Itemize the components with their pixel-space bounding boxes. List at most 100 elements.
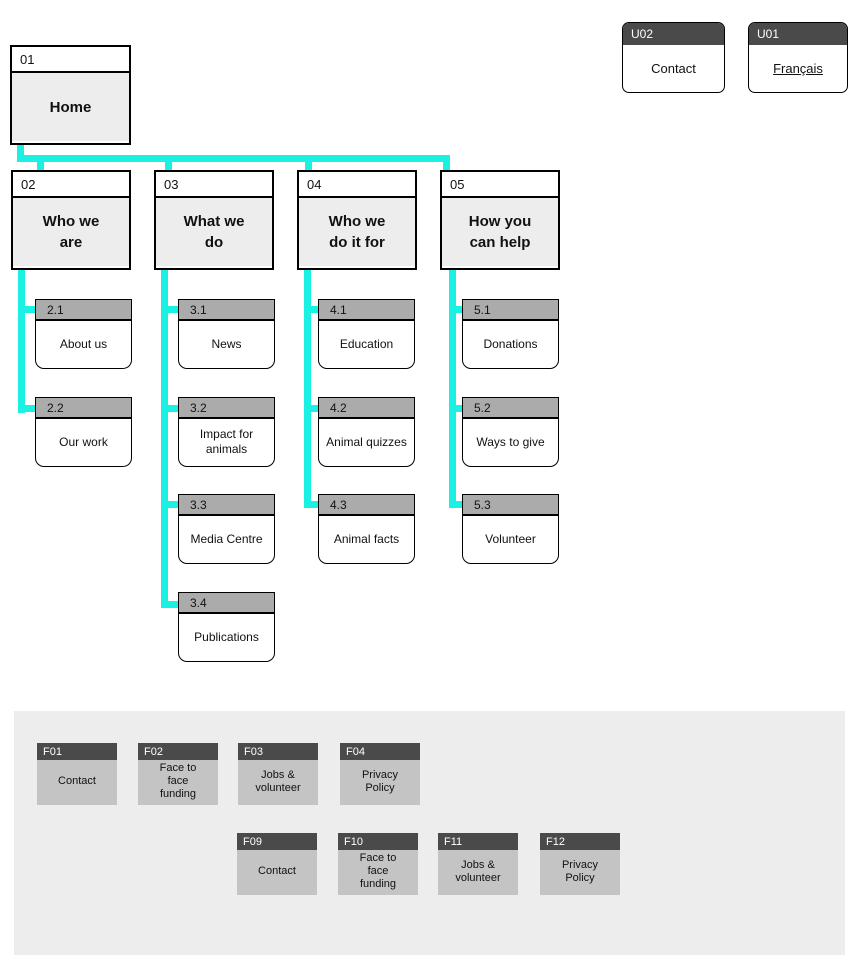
footer-node-f09[interactable]: F09 Contact — [237, 833, 317, 895]
node-label: How you can help — [442, 198, 558, 266]
footer-node-f04[interactable]: F04 Privacy Policy — [340, 743, 420, 805]
page-node-05[interactable]: 05 How you can help — [440, 170, 560, 270]
node-id: U02 — [623, 23, 724, 45]
node-label: Education — [339, 336, 394, 351]
footer-node-f10[interactable]: F10 Face to face funding — [338, 833, 418, 895]
node-label: Contact — [651, 60, 696, 76]
connector-drop-04 — [305, 155, 312, 172]
node-label: News — [211, 336, 242, 351]
node-id: 4.3 — [319, 495, 414, 516]
node-id: F04 — [340, 743, 420, 760]
connector-drop-03 — [165, 155, 172, 172]
page-node-4-2[interactable]: 4.2 Animal quizzes — [318, 397, 415, 467]
page-node-2-1[interactable]: 2.1 About us — [35, 299, 132, 369]
node-label: Our work — [59, 434, 108, 449]
page-node-3-4[interactable]: 3.4 Publications — [178, 592, 275, 662]
page-node-2-2[interactable]: 2.2 Our work — [35, 397, 132, 467]
node-id: 05 — [442, 172, 558, 198]
node-label: Privacy Policy — [540, 850, 620, 895]
connector-col03-stub-1 — [161, 306, 178, 313]
node-id: F11 — [438, 833, 518, 850]
node-label: About us — [59, 336, 108, 351]
node-label: Who we do it for — [299, 198, 415, 266]
connector-col02-stub-1 — [18, 306, 35, 313]
connector-col04-stub-3 — [304, 501, 318, 508]
connector-col05-stub-2 — [449, 405, 462, 412]
node-label: Jobs & volunteer — [438, 850, 518, 895]
node-id: 4.2 — [319, 398, 414, 419]
page-node-3-3[interactable]: 3.3 Media Centre — [178, 494, 275, 564]
node-label: Ways to give — [476, 434, 545, 449]
node-label: Animal facts — [333, 531, 400, 546]
node-id: 2.1 — [36, 300, 131, 321]
node-label: Face to face funding — [338, 850, 418, 895]
node-id: 03 — [156, 172, 272, 198]
node-id: 3.2 — [179, 398, 274, 419]
node-id: F01 — [37, 743, 117, 760]
connector-col02-vertical — [18, 268, 25, 413]
utility-node-u02[interactable]: U02 Contact — [622, 22, 725, 93]
node-label: Jobs & volunteer — [238, 760, 318, 805]
page-node-4-1[interactable]: 4.1 Education — [318, 299, 415, 369]
node-id: U01 — [749, 23, 847, 45]
node-id: F02 — [138, 743, 218, 760]
node-label: Donations — [483, 336, 538, 351]
node-id: 2.2 — [36, 398, 131, 419]
footer-node-f03[interactable]: F03 Jobs & volunteer — [238, 743, 318, 805]
page-node-5-1[interactable]: 5.1 Donations — [462, 299, 559, 369]
footer-node-f12[interactable]: F12 Privacy Policy — [540, 833, 620, 895]
utility-node-u01[interactable]: U01 Français — [748, 22, 848, 93]
node-id: F12 — [540, 833, 620, 850]
node-id: 02 — [13, 172, 129, 198]
node-id: 3.1 — [179, 300, 274, 321]
page-node-02[interactable]: 02 Who we are — [11, 170, 131, 270]
node-id: F10 — [338, 833, 418, 850]
node-label: Who we are — [13, 198, 129, 266]
node-id: F03 — [238, 743, 318, 760]
node-id: 04 — [299, 172, 415, 198]
page-node-03[interactable]: 03 What we do — [154, 170, 274, 270]
node-label: What we do — [156, 198, 272, 266]
node-label: Animal quizzes — [326, 434, 407, 449]
node-id: 01 — [12, 47, 129, 73]
node-id: 4.1 — [319, 300, 414, 321]
page-node-5-3[interactable]: 5.3 Volunteer — [462, 494, 559, 564]
connector-col04-vertical — [304, 268, 311, 508]
connector-col03-vertical — [161, 268, 168, 608]
node-id: 3.4 — [179, 593, 274, 614]
page-node-3-1[interactable]: 3.1 News — [178, 299, 275, 369]
node-label: Volunteer — [485, 531, 536, 546]
connector-col05-stub-1 — [449, 306, 462, 313]
footer-node-f11[interactable]: F11 Jobs & volunteer — [438, 833, 518, 895]
page-node-04[interactable]: 04 Who we do it for — [297, 170, 417, 270]
connector-col04-stub-2 — [304, 405, 318, 412]
node-id: 5.1 — [463, 300, 558, 321]
node-label: Home — [12, 73, 129, 141]
page-node-5-2[interactable]: 5.2 Ways to give — [462, 397, 559, 467]
connector-col03-stub-2 — [161, 405, 178, 412]
node-label: Media Centre — [190, 531, 263, 546]
connector-drop-02 — [37, 155, 44, 172]
footer-node-f02[interactable]: F02 Face to face funding — [138, 743, 218, 805]
connector-drop-05 — [443, 155, 450, 172]
node-id: 5.2 — [463, 398, 558, 419]
page-node-4-3[interactable]: 4.3 Animal facts — [318, 494, 415, 564]
node-label: Publications — [194, 629, 259, 644]
node-label: Contact — [37, 760, 117, 805]
connector-col05-stub-3 — [449, 501, 462, 508]
connector-col04-stub-1 — [304, 306, 318, 313]
node-label: Impact for animals — [199, 427, 254, 456]
node-id: 5.3 — [463, 495, 558, 516]
page-node-3-2[interactable]: 3.2 Impact for animals — [178, 397, 275, 467]
connector-trunk — [17, 155, 450, 162]
page-node-home[interactable]: 01 Home — [10, 45, 131, 145]
node-id: F09 — [237, 833, 317, 850]
node-label-link[interactable]: Français — [773, 60, 823, 76]
node-label: Contact — [237, 850, 317, 895]
node-label: Face to face funding — [138, 760, 218, 805]
connector-home-stub — [17, 145, 24, 159]
footer-node-f01[interactable]: F01 Contact — [37, 743, 117, 805]
node-id: 3.3 — [179, 495, 274, 516]
node-label: Privacy Policy — [340, 760, 420, 805]
